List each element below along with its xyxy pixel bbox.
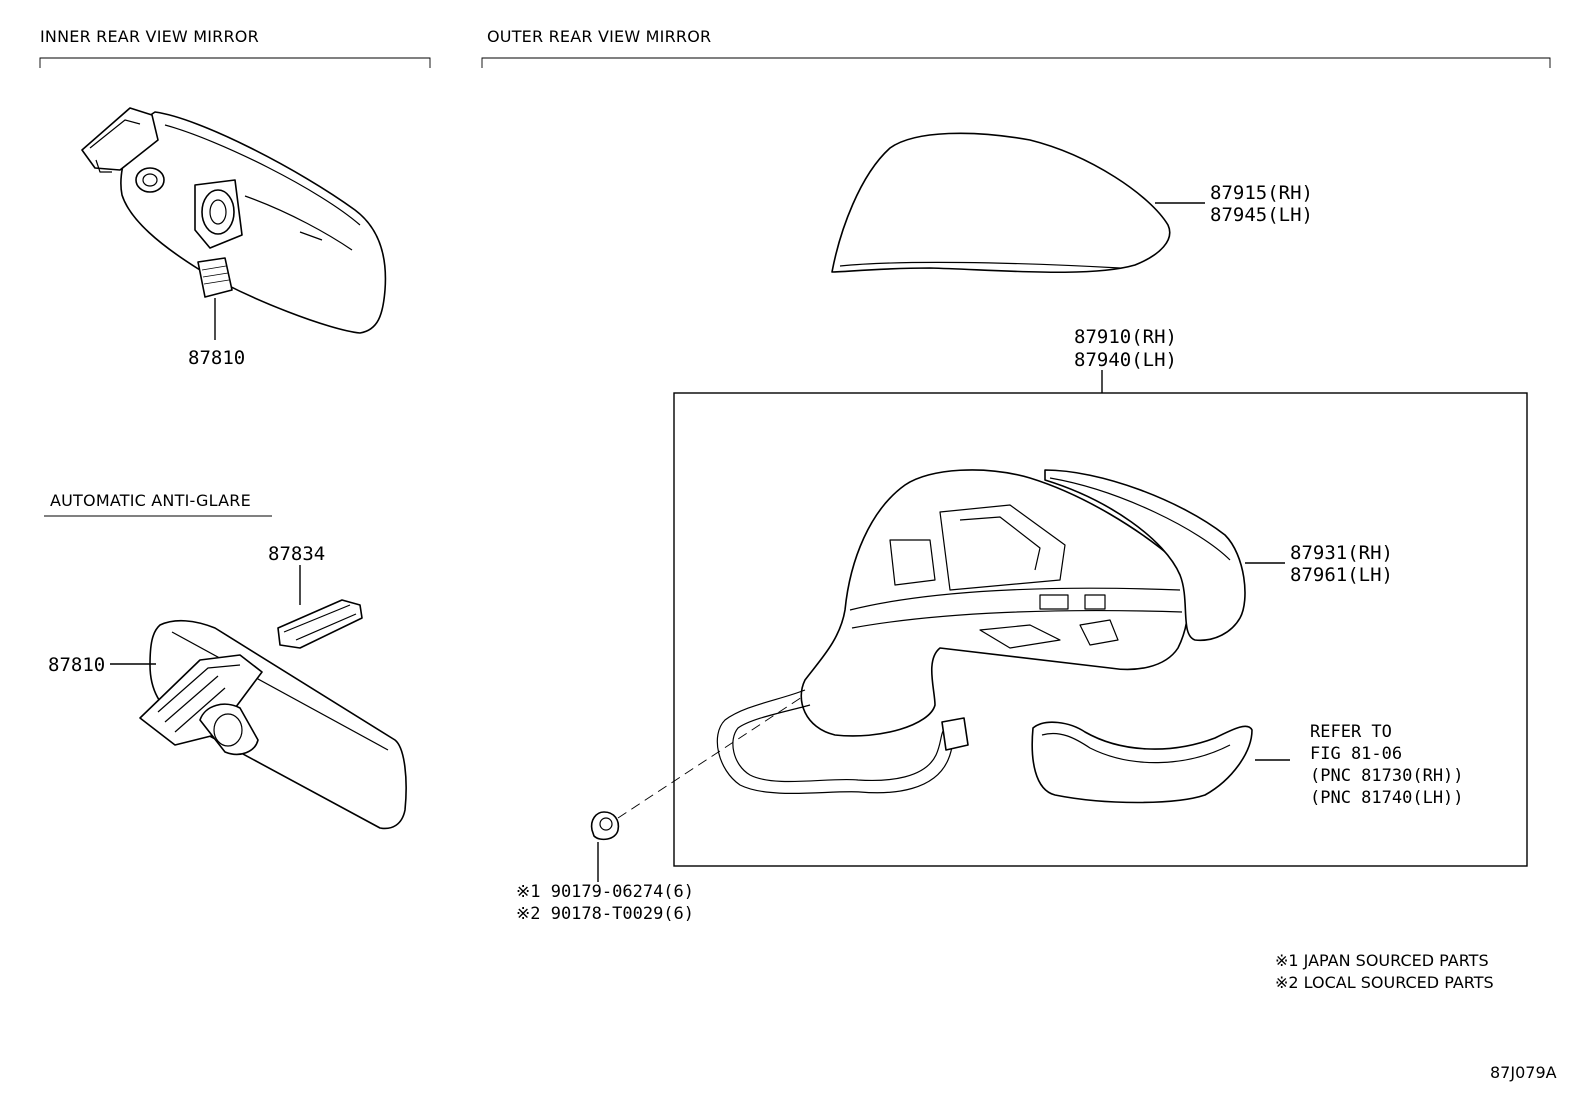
inner-mirror-header: INNER REAR VIEW MIRROR [40, 27, 259, 46]
glass-rh-label: 87931(RH) [1290, 542, 1393, 564]
part-87810-top-label: 87810 [188, 347, 245, 369]
assy-box [673, 392, 1528, 867]
part-87834-drawing [277, 565, 363, 649]
part-87810-left-label: 87810 [48, 654, 105, 676]
mirror-glass-drawing [1044, 469, 1285, 642]
glass-lh-label: 87961(LH) [1290, 564, 1393, 586]
turn-signal-drawing [1031, 721, 1290, 804]
mirror-cover-drawing [831, 132, 1205, 274]
outer-mirror-header: OUTER REAR VIEW MIRROR [487, 27, 711, 46]
note-japan-sourced: ※1 JAPAN SOURCED PARTS [1275, 951, 1489, 970]
clip-japan-label: ※1 90179-06274(6) [516, 882, 694, 902]
clip-drawing [590, 696, 803, 882]
note-local-sourced: ※2 LOCAL SOURCED PARTS [1275, 973, 1494, 992]
mirror-housing-drawing [716, 469, 1189, 795]
refer-line-4: (PNC 81740(LH)) [1310, 788, 1464, 808]
refer-line-3: (PNC 81730(RH)) [1310, 766, 1464, 786]
inner-section-bracket [39, 57, 431, 68]
inner-mirror-drawing [81, 107, 387, 340]
cover-lh-label: 87945(LH) [1210, 204, 1313, 226]
refer-line-2: FIG 81-06 [1310, 744, 1402, 764]
assy-rh-label: 87910(RH) [1074, 326, 1177, 348]
part-87834-label: 87834 [268, 543, 325, 565]
anti-glare-mirror-drawing [110, 619, 407, 830]
figure-id: 87J079A [1490, 1063, 1557, 1082]
anti-glare-header: AUTOMATIC ANTI-GLARE [50, 491, 251, 510]
cover-rh-label: 87915(RH) [1210, 182, 1313, 204]
assy-lh-label: 87940(LH) [1074, 349, 1177, 371]
clip-local-label: ※2 90178-T0029(6) [516, 904, 694, 924]
refer-line-1: REFER TO [1310, 722, 1392, 742]
outer-section-bracket [481, 57, 1551, 68]
